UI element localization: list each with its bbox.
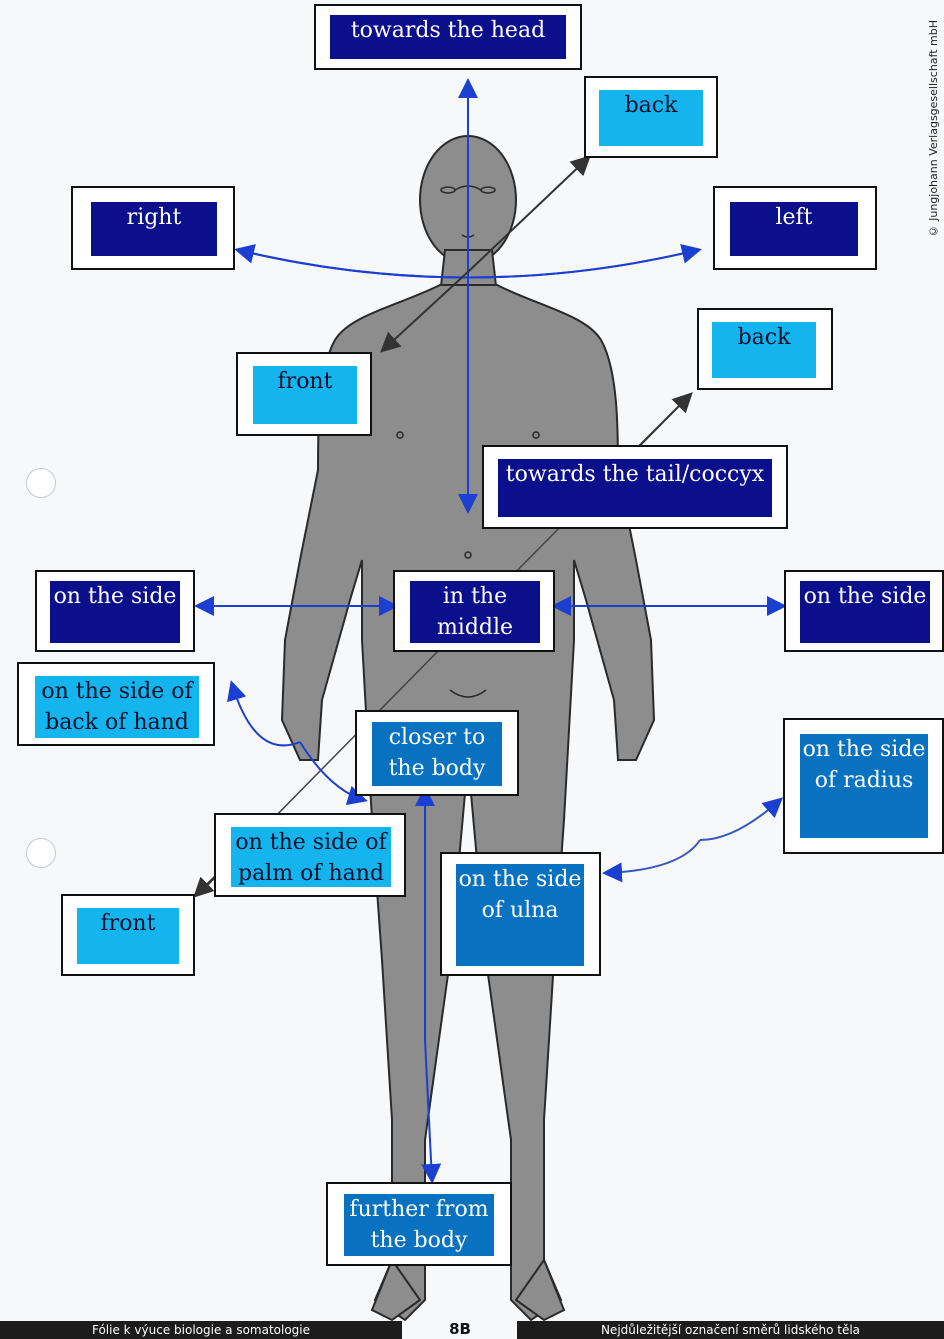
label-front-bottom: front — [77, 908, 179, 964]
label-side-left: on the side — [50, 581, 180, 643]
label-right-box: right — [71, 186, 235, 270]
label-front-top: front — [253, 366, 357, 424]
label-closer-box: closer to the body — [355, 710, 519, 796]
footer-left: Fólie k výuce biologie a somatologie — [0, 1321, 402, 1339]
label-radius: on the side of radius — [800, 734, 928, 838]
label-side-right: on the side — [800, 581, 930, 643]
label-further: further from the body — [344, 1194, 494, 1256]
footer-page-number: 8B — [420, 1319, 500, 1339]
label-back-mid-box: back — [697, 308, 833, 390]
label-back-of-hand-box: on the side of back of hand — [17, 662, 215, 746]
label-left: left — [730, 202, 858, 256]
label-tail-box: towards the tail/coccyx — [482, 445, 788, 529]
label-front-top-box: front — [236, 352, 372, 436]
label-back-mid: back — [712, 322, 816, 378]
label-ulna: on the side of ulna — [456, 864, 584, 966]
label-palm: on the side of palm of hand — [231, 827, 391, 887]
label-right: right — [91, 202, 217, 256]
label-head-box: towards the head — [314, 4, 582, 70]
label-ulna-box: on the side of ulna — [440, 852, 601, 976]
label-side-left-box: on the side — [35, 570, 195, 652]
label-tail: towards the tail/coccyx — [498, 459, 772, 517]
label-back-top: back — [599, 90, 703, 146]
label-left-box: left — [713, 186, 877, 270]
label-palm-box: on the side of palm of hand — [214, 813, 406, 897]
label-back-of-hand: on the side of back of hand — [35, 676, 199, 738]
label-side-right-box: on the side — [784, 570, 944, 652]
label-head: towards the head — [330, 15, 566, 59]
label-back-top-box: back — [584, 76, 718, 158]
label-middle: in the middle — [410, 581, 540, 643]
label-front-bottom-box: front — [61, 894, 195, 976]
copyright-text: © Jungjohann Verlagsgesellschaft mbH — [927, 20, 940, 237]
label-closer: closer to the body — [372, 722, 502, 786]
label-middle-box: in the middle — [393, 570, 555, 652]
label-radius-box: on the side of radius — [783, 718, 944, 854]
label-further-box: further from the body — [326, 1182, 512, 1266]
footer-right: Nejdůležitější označení směrů lidského t… — [517, 1321, 944, 1339]
